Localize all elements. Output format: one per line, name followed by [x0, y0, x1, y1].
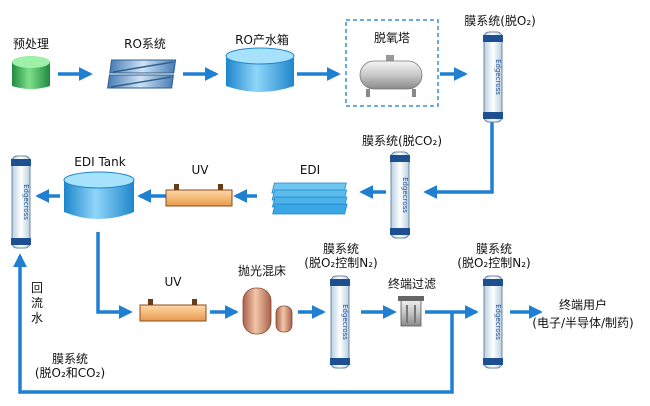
label-end-user-line2: (电子/半导体/制药) [532, 316, 634, 330]
label-membrane-return-line2: (脱O₂和CO₂) [34, 366, 106, 380]
membrane-column-return: Edgecross [11, 155, 31, 249]
edi-tank [63, 171, 135, 219]
label-ro-tank: RO产水箱 [235, 33, 289, 47]
label-terminal-filter: 终端过滤 [387, 277, 437, 291]
pretreat-tank [12, 56, 50, 89]
membrane-column-co2: Edgecross [390, 151, 410, 239]
label-pretreat: 预处理 [12, 37, 50, 51]
label-ro: RO系统 [124, 37, 166, 51]
arrow-membrane-to-co2 [423, 122, 494, 199]
label-polish-bed: 抛光混床 [237, 264, 287, 278]
polish-bed [242, 287, 293, 335]
label-membrane-co2: 膜系统(脱CO₂) [362, 134, 442, 148]
label-deox-tower: 脱氧塔 [373, 31, 411, 45]
arrow-tank-down-to-uv2 [96, 232, 133, 319]
label-uv-2: UV [164, 275, 182, 289]
terminal-filter [398, 296, 424, 327]
ro-modules [107, 59, 177, 89]
label-membrane-return-line1: 膜系统 [51, 352, 89, 366]
label-membrane-ctrl2-line2: (脱O₂控制N₂) [457, 256, 531, 270]
column-brand-text: Edgecross [401, 177, 409, 213]
edi-stack [271, 182, 348, 215]
ro-tank [225, 47, 295, 92]
label-end-user-line1: 终端用户 [558, 298, 608, 312]
label-edi: EDI [299, 163, 321, 177]
flow-arrows [13, 67, 543, 394]
label-membrane-ctrl1-line2: (脱O₂控制N₂) [304, 256, 378, 270]
membrane-column-o2: Edgecross [483, 31, 503, 123]
label-uv-1: UV [191, 163, 209, 177]
column-brand-text: Edgecross [22, 184, 30, 220]
uv-unit-1 [165, 184, 233, 207]
deox-tower [345, 19, 439, 107]
label-membrane-ctrl1-line1: 膜系统 [322, 242, 360, 256]
column-brand-text: Edgecross [494, 304, 502, 340]
column-brand-text: Edgecross [494, 59, 502, 95]
membrane-column-ctrl2: Edgecross [483, 275, 503, 369]
label-membrane-ctrl2-line1: 膜系统 [475, 242, 513, 256]
uv-unit-2 [139, 299, 207, 322]
label-membrane-o2: 膜系统(脱O₂) [464, 14, 536, 28]
return-loop-line [13, 253, 454, 394]
membrane-column-ctrl1: Edgecross [330, 275, 350, 369]
label-return-water: 回流水 [30, 281, 43, 325]
column-brand-text: Edgecross [341, 304, 349, 340]
label-edi-tank: EDI Tank [74, 155, 126, 169]
